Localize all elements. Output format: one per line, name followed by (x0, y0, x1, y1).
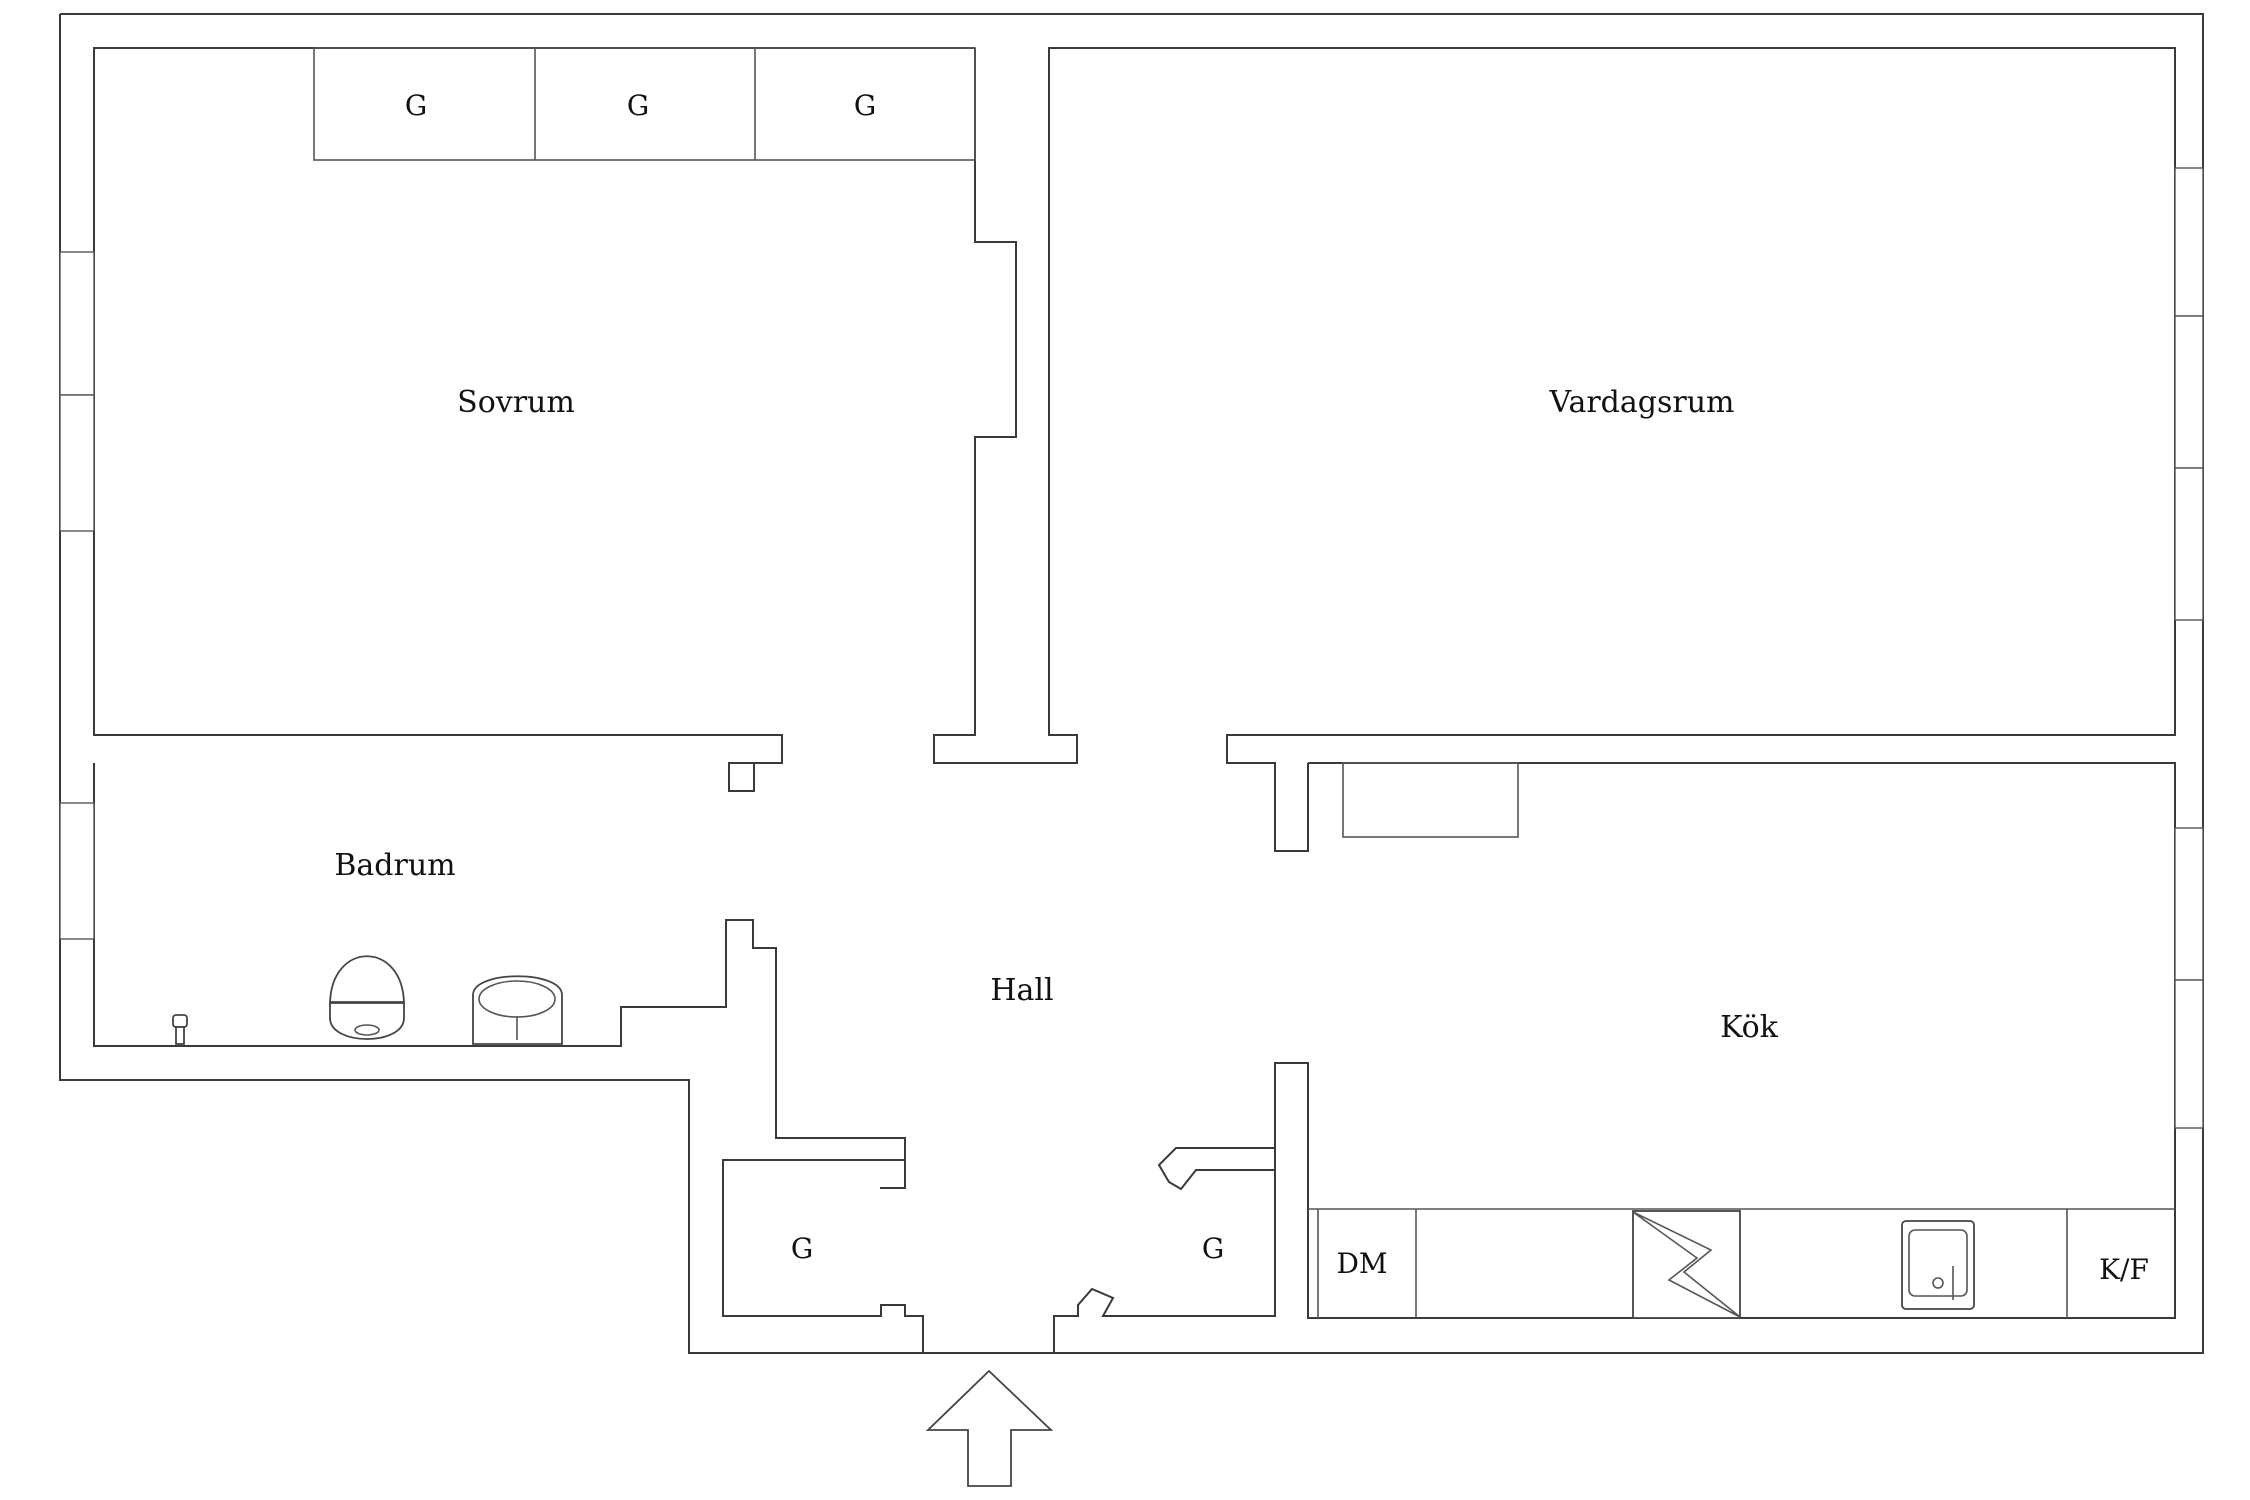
outer-wall-outline (59, 13, 2204, 1354)
floor-drain-icon (172, 1014, 188, 1045)
kitchen (1157, 762, 2176, 1319)
hall (722, 1159, 1276, 1353)
hall-right-closet (1053, 1160, 1276, 1353)
toilet-icon (329, 955, 405, 1040)
fridge-freezer-label: K/F (2099, 1253, 2149, 1286)
window (59, 802, 95, 940)
bedroom (93, 47, 2176, 852)
entrance-arrow-icon (925, 1369, 1054, 1487)
stove-symbol (1632, 1211, 1741, 1318)
storage-labels: G G G G G (405, 89, 1224, 1265)
kitchen-niche (1342, 762, 1519, 838)
bedroom-right-wall (933, 47, 2176, 852)
washbasin-icon (472, 975, 563, 1045)
room-label-vardagsrum: Vardagsrum (1549, 385, 1735, 420)
wardrobe-label: G (627, 89, 649, 122)
appliance-labels: DM K/F (1336, 1247, 2148, 1286)
window (2174, 467, 2204, 621)
outer-walls (59, 13, 2204, 1354)
wardrobe-row (313, 47, 976, 161)
room-label-badrum: Badrum (334, 848, 455, 883)
room-label-sovrum: Sovrum (457, 385, 575, 420)
window (59, 251, 95, 396)
stove-icon (1632, 1210, 1741, 1319)
bathroom-wall (93, 763, 906, 1189)
hall-left-closet (722, 1159, 924, 1353)
hall-closet-left-label: G (791, 1232, 813, 1265)
window (2174, 979, 2204, 1129)
hall-closet-right-label: G (1202, 1232, 1224, 1265)
windows (59, 167, 2204, 1129)
kitchen-sink-icon (1901, 1220, 1975, 1310)
room-label-kok: Kök (1720, 1010, 1779, 1045)
window (2174, 315, 2204, 469)
room-labels: Sovrum Vardagsrum Badrum Hall Kök (334, 385, 1778, 1045)
room-label-hall: Hall (990, 973, 1053, 1008)
window (2174, 827, 2204, 981)
bathroom (93, 763, 906, 1189)
window (59, 394, 95, 532)
window (2174, 167, 2204, 317)
wardrobe-label: G (405, 89, 427, 122)
wardrobe-label: G (854, 89, 876, 122)
dishwasher-label: DM (1336, 1247, 1387, 1280)
